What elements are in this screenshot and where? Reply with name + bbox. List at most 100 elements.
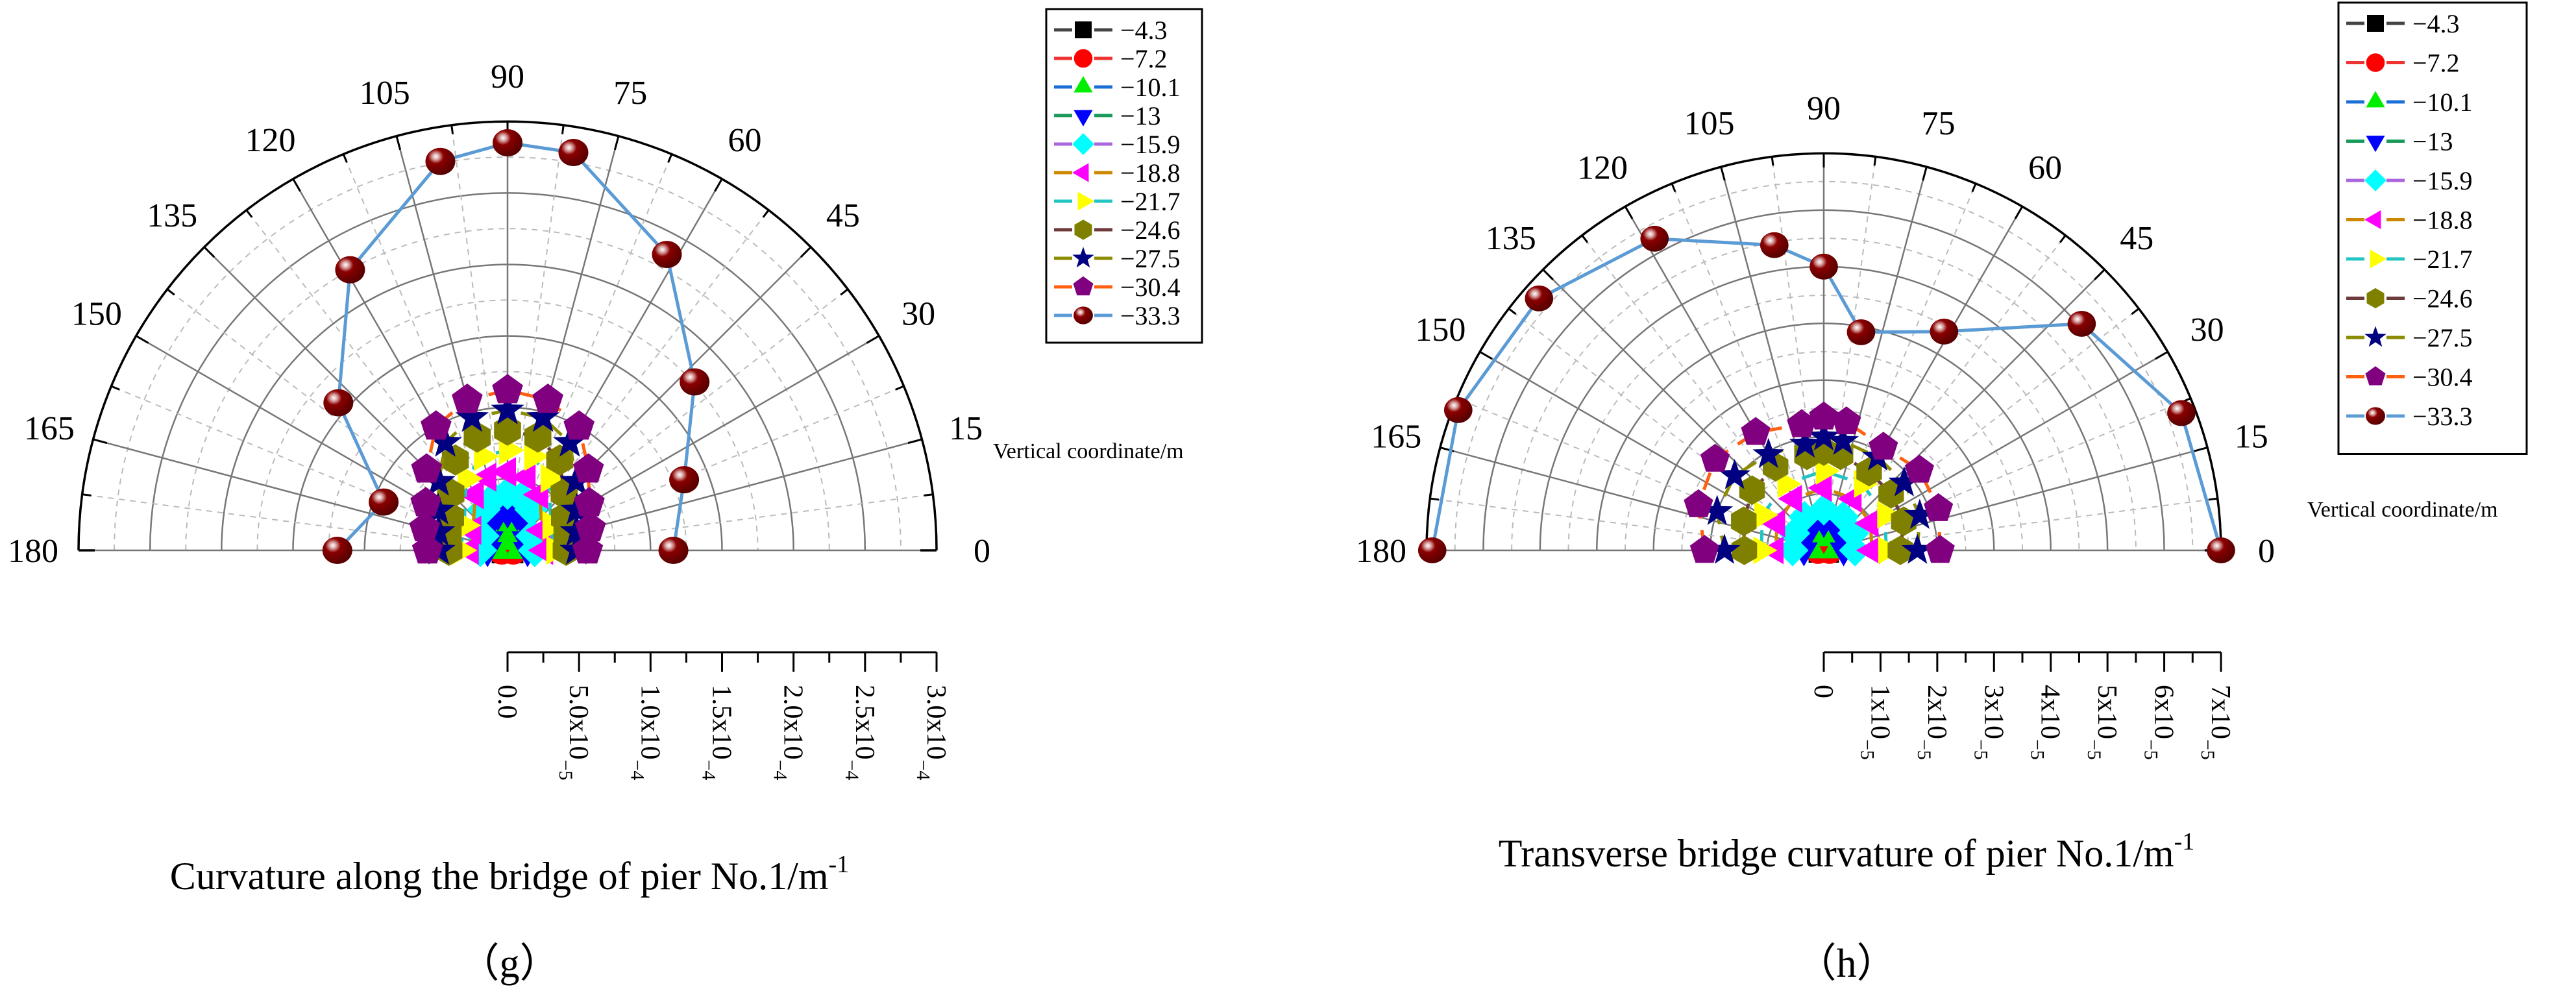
legend-label: −24.6: [2412, 284, 2473, 313]
data-point: [1887, 535, 1913, 565]
angle-tick-label: 165: [24, 410, 75, 447]
angle-tick: [1479, 350, 1493, 360]
data-point: [492, 374, 523, 404]
legend-label: −21.7: [2412, 245, 2473, 274]
data-point: [1777, 470, 1802, 498]
panel-label-h: （h）: [1796, 942, 1896, 986]
angle-tick: [924, 493, 933, 497]
angle-tick: [561, 125, 565, 134]
data-point: [323, 389, 354, 417]
series--18.8: [1759, 474, 1880, 565]
angle-tick: [1430, 497, 1440, 501]
angle-tick-label: 30: [902, 296, 935, 333]
data-point: [559, 464, 593, 496]
grid-spoke-minor: [1823, 234, 2067, 551]
data-point: [1684, 489, 1713, 517]
angle-tick: [1873, 156, 1877, 166]
triangle-left-marker-icon: [2364, 210, 2381, 230]
legend-label: −27.5: [2412, 323, 2473, 352]
square-marker-icon: [1075, 21, 1092, 38]
angle-tick: [907, 438, 922, 445]
data-point: [455, 400, 489, 432]
legend-label: −4.3: [2412, 9, 2460, 38]
angle-tick: [110, 385, 120, 391]
data-point: [322, 537, 352, 564]
data-point: [574, 511, 606, 541]
data-point: [1789, 427, 1821, 458]
angle-tick: [93, 438, 108, 445]
hexagon-marker-icon: [2366, 288, 2385, 309]
angle-tick: [450, 125, 454, 134]
angle-tick-label: 30: [2190, 312, 2224, 349]
legend-item: −4.3: [1054, 16, 1168, 45]
star-marker-icon: [1072, 247, 1094, 268]
grid-spoke-minor: [1456, 397, 1824, 551]
data-point: [1731, 506, 1757, 536]
data-point: [410, 487, 441, 517]
angle-tick: [667, 153, 673, 163]
angle-tick: [2059, 234, 2067, 243]
legend-item: −18.8: [1054, 158, 1181, 188]
data-point: [563, 410, 595, 440]
angle-tick: [2014, 206, 2024, 219]
radial-tick-label: 1x10−5: [1856, 685, 1895, 760]
data-point: [1869, 432, 1898, 460]
angle-tick: [800, 246, 812, 258]
grid-spoke-minor: [1508, 308, 1824, 551]
legend-item: −13: [1054, 101, 1161, 130]
data-point: [546, 444, 574, 476]
radial-tick-label: 2.5x10−4: [841, 685, 879, 780]
legend-label: −30.4: [2412, 363, 2473, 392]
angle-tick: [2155, 350, 2168, 360]
legend-label: −10.1: [2412, 88, 2473, 117]
data-point: [428, 424, 462, 457]
legend-label: −10.1: [1120, 73, 1181, 102]
angle-tick-label: 90: [1807, 90, 1841, 127]
data-point: [1888, 466, 1920, 496]
radial-tick-label: 1.0x10−4: [626, 685, 665, 780]
legend-item: −27.5: [1054, 244, 1181, 273]
legend-label: −18.8: [2412, 206, 2473, 235]
hexagon-marker-icon: [1074, 219, 1092, 240]
radial-tick-label: 5x10−5: [2083, 685, 2122, 760]
angle-tick: [2094, 269, 2105, 280]
data-point: [553, 424, 587, 457]
data-point: [1719, 459, 1751, 489]
data-point: [1809, 401, 1839, 430]
angle-tick: [2193, 447, 2208, 452]
data-point: [1904, 498, 1936, 529]
data-point: [1760, 232, 1789, 258]
grid-spoke-minor: [1823, 183, 1977, 551]
legend-label: −30.4: [1120, 273, 1181, 302]
angle-tick: [1542, 269, 1554, 280]
data-point: [524, 421, 552, 453]
radial-tick-label: 6x10−5: [2141, 685, 2179, 760]
angle-tick-label: 15: [949, 410, 983, 447]
data-point: [658, 537, 689, 564]
data-point: [1701, 495, 1734, 525]
data-point: [1808, 420, 1840, 450]
grid-spoke: [1822, 166, 1928, 551]
radial-tick-label: 1.5x10−4: [698, 685, 737, 780]
triangle-right-marker-icon: [2370, 249, 2386, 269]
square-marker-icon: [2367, 15, 2384, 32]
data-point: [1901, 533, 1933, 564]
data-point: [1525, 285, 1554, 312]
triangle-up-marker-icon: [2366, 91, 2385, 108]
angle-tick-label: 90: [491, 58, 524, 95]
data-point: [1778, 485, 1802, 513]
data-point: [1443, 397, 1473, 423]
panel-label-g: （g）: [459, 942, 559, 986]
legend-item: −30.4: [1054, 273, 1181, 302]
data-point: [411, 534, 443, 564]
data-point: [1753, 536, 1778, 565]
data-point: [441, 444, 469, 476]
grid-spoke-minor: [1823, 397, 2191, 551]
angle-tick: [1771, 156, 1774, 166]
angle-tick: [1508, 308, 1517, 315]
data-point: [1809, 253, 1838, 280]
legend-item: −21.7: [1054, 187, 1181, 216]
data-point: [532, 384, 563, 413]
pentagon-marker-icon: [2365, 366, 2386, 386]
